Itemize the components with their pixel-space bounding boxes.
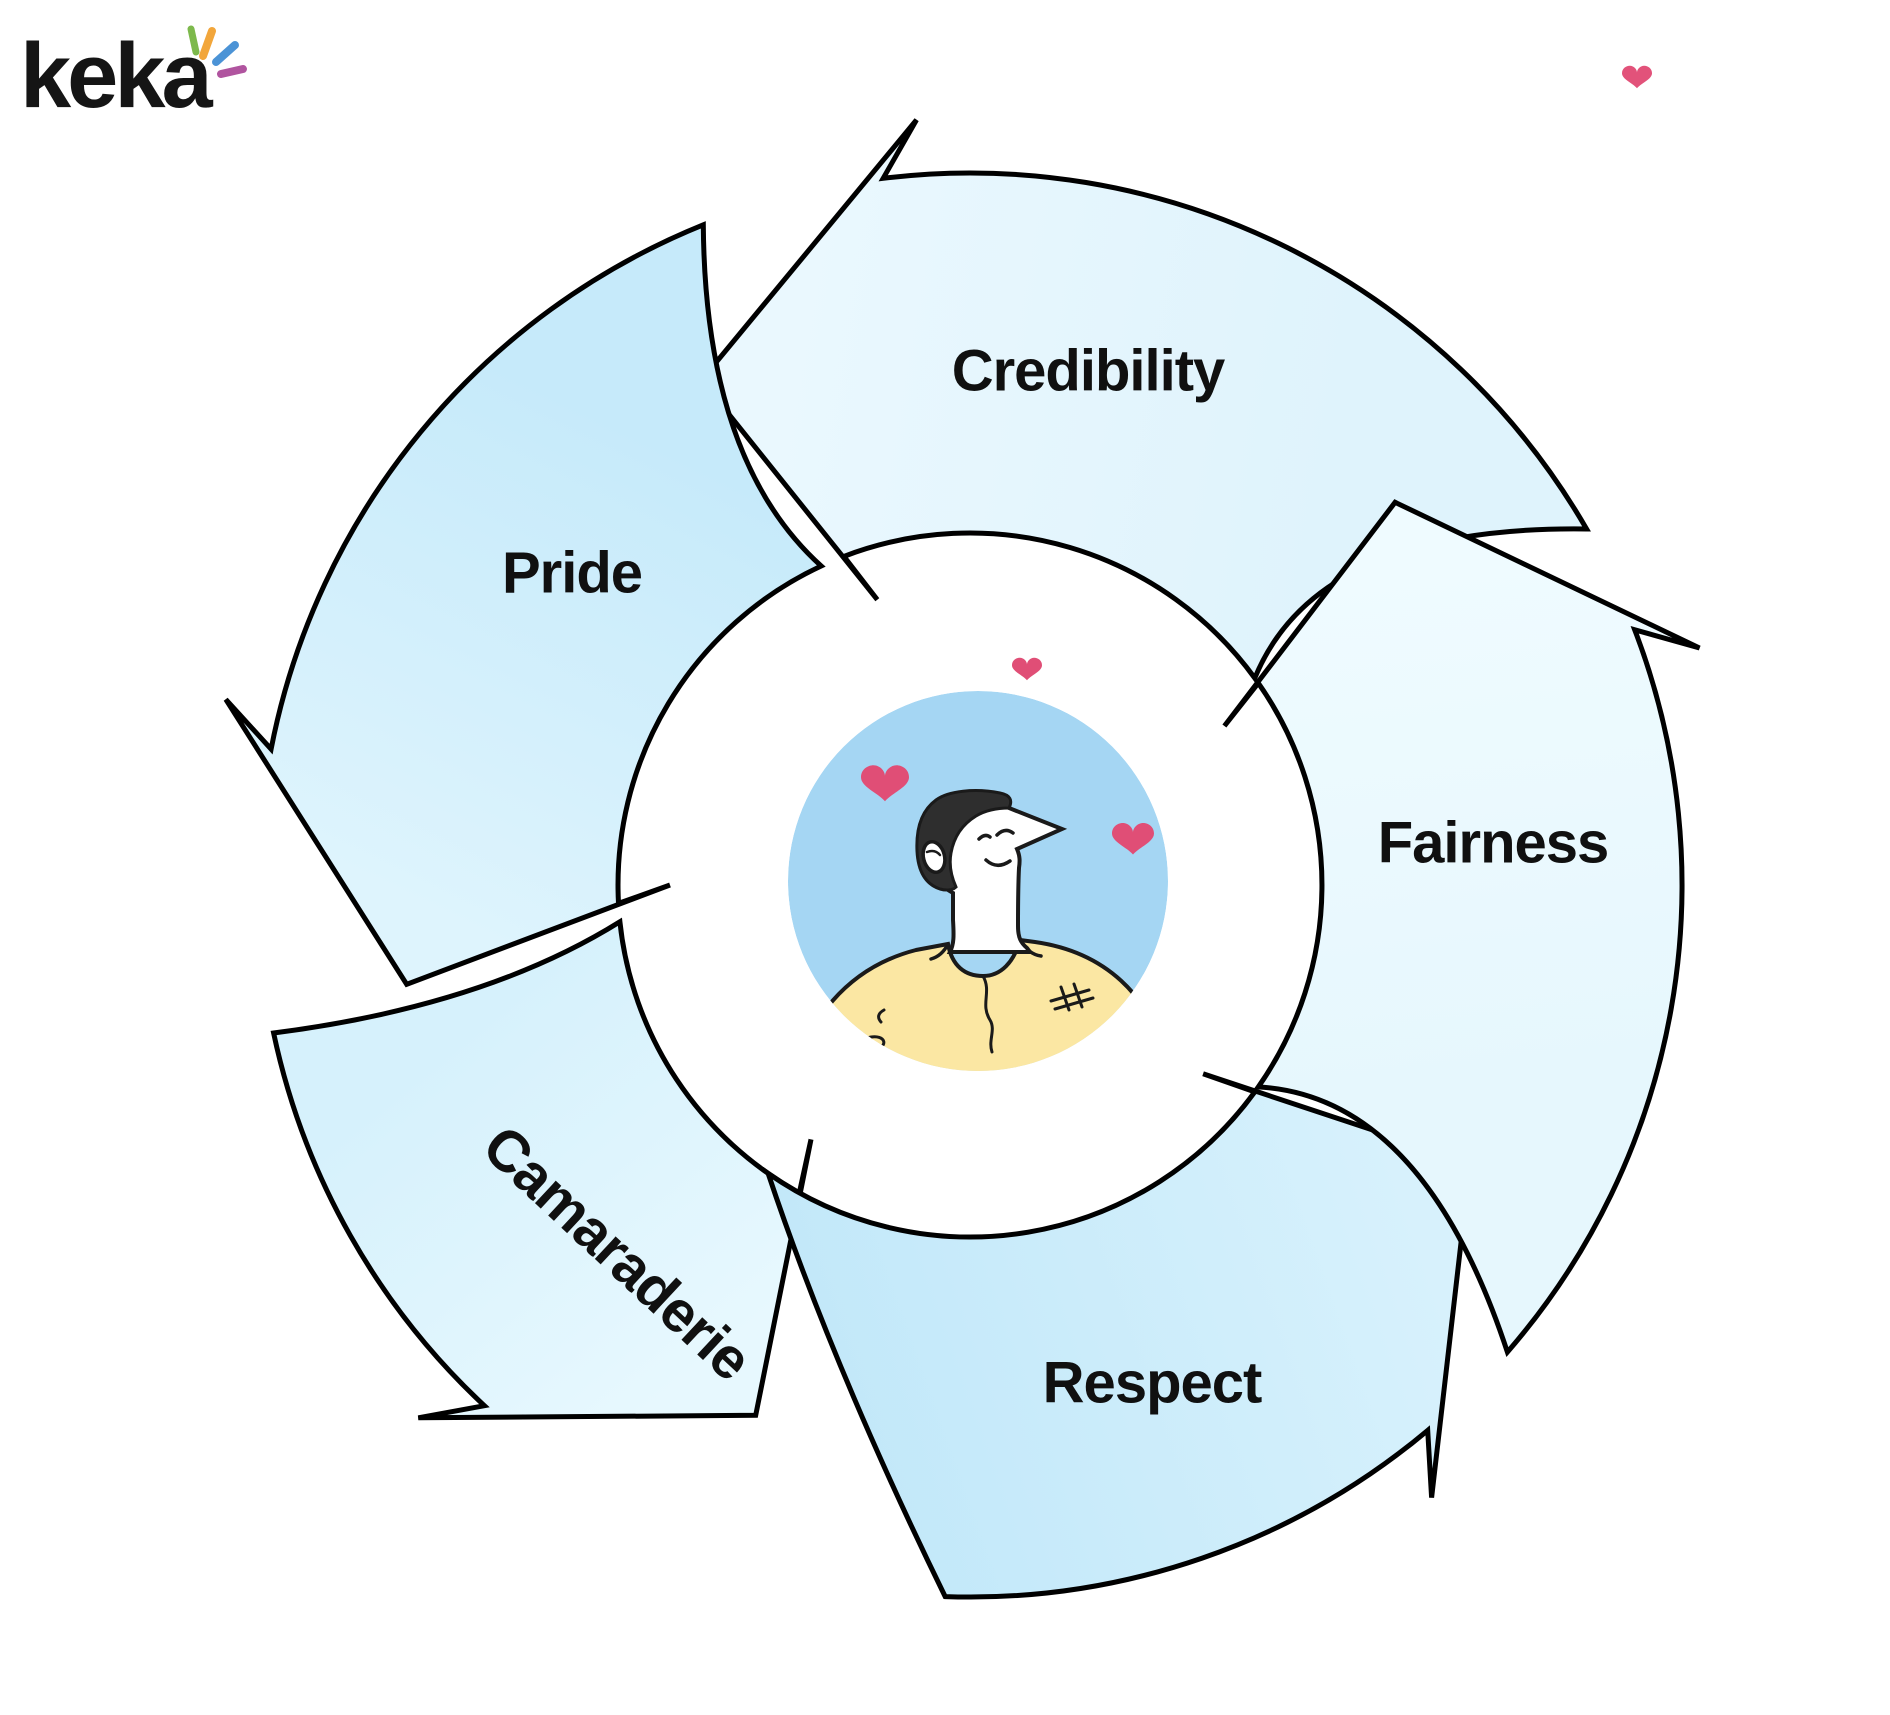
keka-logo-text: keka <box>20 25 213 127</box>
ear-inner-line <box>925 849 942 857</box>
closed-eyes <box>977 828 1015 841</box>
person-shirt <box>788 937 1168 1071</box>
sparkle-stroke <box>217 65 247 78</box>
heart-icon <box>1012 657 1042 681</box>
sparkle-stroke <box>187 25 200 56</box>
shirt-placket-line <box>981 974 994 1054</box>
cycle-arrow-camaraderie <box>270 917 814 1421</box>
shirt-detail-curve <box>877 1008 886 1024</box>
sparkle-stroke <box>199 27 216 60</box>
segment-label-credibility: Credibility <box>951 338 1226 404</box>
cycle-arrow-respect <box>763 1071 1474 1600</box>
shirt-stitches <box>1049 982 1095 1012</box>
heart-icon <box>1112 823 1154 855</box>
segment-label-fairness: Fairness <box>1377 810 1610 876</box>
cycle-arrow-fairness <box>1222 499 1701 1358</box>
center-illustration <box>788 691 1168 1071</box>
segment-label-pride: Pride <box>501 540 643 606</box>
sparkle-stroke <box>212 41 239 66</box>
logo-sparkles-icon <box>187 25 247 78</box>
shirt-detail <box>858 1035 886 1053</box>
person-ear <box>921 839 947 875</box>
smile <box>984 858 1012 867</box>
heart-icon <box>861 765 909 802</box>
floating-heart-icon <box>1622 65 1652 89</box>
segment-label-respect: Respect <box>1042 1350 1263 1416</box>
cycle-arrow-pride <box>223 221 826 988</box>
keka-logo: keka <box>20 30 213 122</box>
